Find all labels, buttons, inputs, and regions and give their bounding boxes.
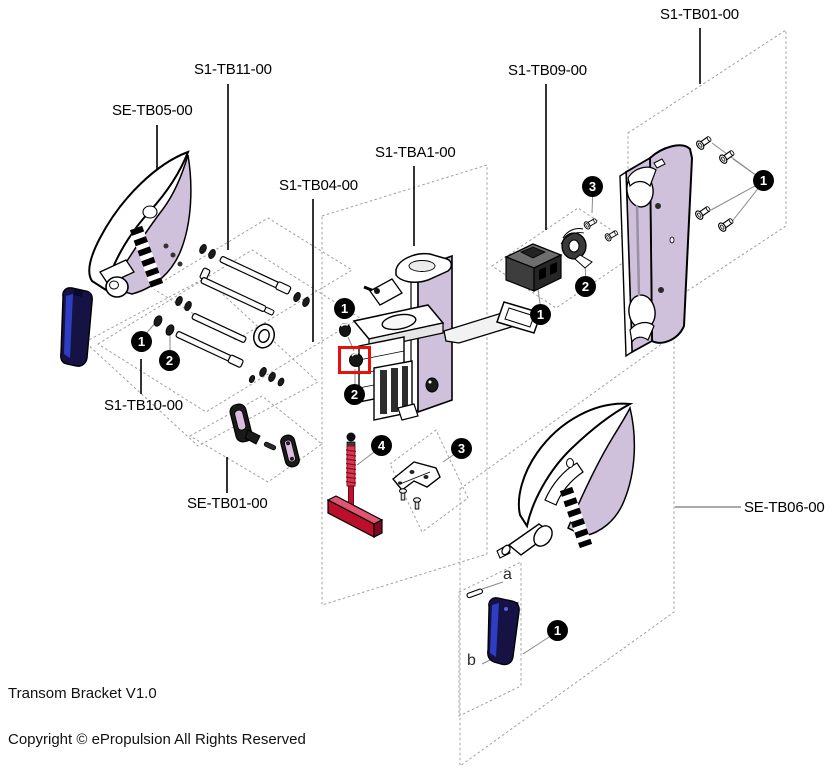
label-s1-tb11: S1-TB11-00 bbox=[194, 61, 272, 78]
callout-badge-4-tba1: 4 bbox=[371, 435, 392, 456]
dashed-box-se-tb06 bbox=[459, 334, 675, 767]
red-highlight-box bbox=[338, 346, 371, 374]
callout-badge-2-tb09: 2 bbox=[575, 276, 596, 297]
label-se-tb05: SE-TB05-00 bbox=[112, 102, 193, 119]
label-leader-lines bbox=[140, 28, 741, 508]
rod-groups-drawing bbox=[153, 244, 310, 387]
label-s1-tba1: S1-TBA1-00 bbox=[375, 144, 456, 161]
callout-badge-1-tb06: 1 bbox=[547, 620, 568, 641]
callout-badge-2-tba1: 2 bbox=[344, 384, 365, 405]
washer-callout-2-target bbox=[165, 324, 175, 336]
side-knob bbox=[425, 377, 439, 393]
s1-tba1-assembly-drawing bbox=[339, 252, 542, 421]
label-se-tb06: SE-TB06-00 bbox=[744, 499, 825, 516]
washer-callout-1-target bbox=[153, 315, 163, 327]
diagram-title: Transom Bracket V1.0 bbox=[8, 685, 157, 702]
label-s1-tb10: S1-TB10-00 bbox=[104, 397, 183, 414]
pin-a-drawing bbox=[466, 588, 484, 599]
label-s1-tb01: S1-TB01-00 bbox=[660, 6, 739, 23]
callout-badge-1-tba1: 1 bbox=[334, 298, 355, 319]
red-tscrew-drawing bbox=[326, 432, 384, 538]
dashed-box-s1-tba1 bbox=[321, 164, 488, 606]
se-tb06-bracket-drawing bbox=[496, 402, 636, 559]
label-s1-tb04: S1-TB04-00 bbox=[279, 177, 358, 194]
s1-tb09-group-drawing bbox=[504, 216, 620, 292]
dashed-diamond-se-tb01 bbox=[188, 395, 323, 483]
blue-handle-se-tb05 bbox=[60, 287, 93, 367]
callout-badge-1-tb09: 1 bbox=[530, 304, 551, 325]
s1-tb01-screws bbox=[693, 133, 737, 234]
copyright-notice: Copyright © ePropulsion All Rights Reser… bbox=[8, 731, 306, 748]
corner-bracket-drawing bbox=[392, 461, 441, 510]
dashed-box-s1-tb01 bbox=[627, 29, 787, 331]
dashed-diamond-s1-tb10 bbox=[84, 277, 319, 447]
dashed-diamond-corner-bracket bbox=[389, 429, 469, 533]
s1-tb01-bracket-drawing bbox=[619, 133, 737, 358]
dashed-diamond-s1-tb11 bbox=[151, 217, 353, 341]
handle-b-drawing bbox=[487, 597, 520, 666]
callout-badge-1-tb01: 1 bbox=[753, 170, 774, 191]
callout-badge-3-tba1: 3 bbox=[451, 438, 472, 459]
se-tb01-plates-drawing bbox=[229, 403, 300, 468]
callout-badge-1-tb10: 1 bbox=[131, 331, 152, 352]
se-tb05-bracket-drawing bbox=[60, 150, 192, 367]
label-se-tb01: SE-TB01-00 bbox=[187, 495, 268, 512]
callout-badge-2-tb10: 2 bbox=[159, 350, 180, 371]
dashed-box-handle-kit bbox=[458, 561, 522, 717]
sub-label-b: b bbox=[467, 652, 476, 669]
label-s1-tb09: S1-TB09-00 bbox=[508, 62, 587, 79]
callout-badge-3-tb09: 3 bbox=[582, 176, 603, 197]
sub-label-a: a bbox=[503, 566, 512, 583]
